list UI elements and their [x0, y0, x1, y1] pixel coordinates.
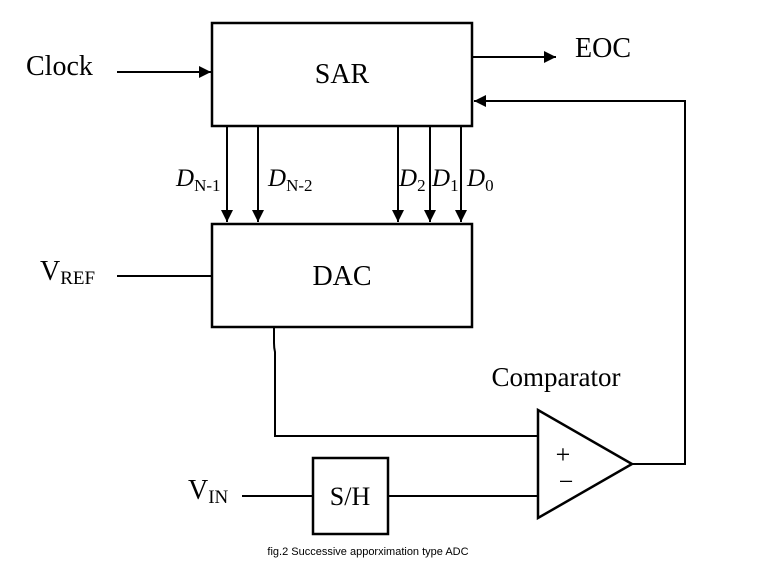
figure-caption: fig.2 Successive apporximation type ADC	[267, 546, 468, 558]
sar-block	[210, 21, 474, 128]
comparator-minus-sign: −	[559, 467, 574, 496]
feedback-wire	[474, 95, 686, 465]
sample-hold-block	[311, 456, 390, 536]
comparator-plus-sign: +	[556, 440, 571, 469]
sample-hold-label: S/H	[330, 482, 371, 511]
bit-label-dn1: DN-1	[175, 165, 221, 195]
bit-label-d2: D2	[398, 165, 426, 195]
clock-label: Clock	[26, 51, 93, 82]
comparator-label: Comparator	[492, 362, 621, 392]
vin-label: VIN	[188, 475, 229, 508]
dac-output-wire	[273, 327, 538, 437]
bit-label-d0: D0	[466, 165, 494, 195]
sar-label: SAR	[315, 59, 370, 90]
dac-label: DAC	[312, 261, 371, 292]
bit-label-dn2: DN-2	[267, 165, 313, 195]
dac-block	[210, 222, 474, 329]
eoc-label: EOC	[575, 33, 631, 64]
vref-label: VREF	[40, 256, 95, 289]
bit-label-d1: D1	[431, 165, 459, 195]
comparator-symbol	[536, 407, 635, 521]
